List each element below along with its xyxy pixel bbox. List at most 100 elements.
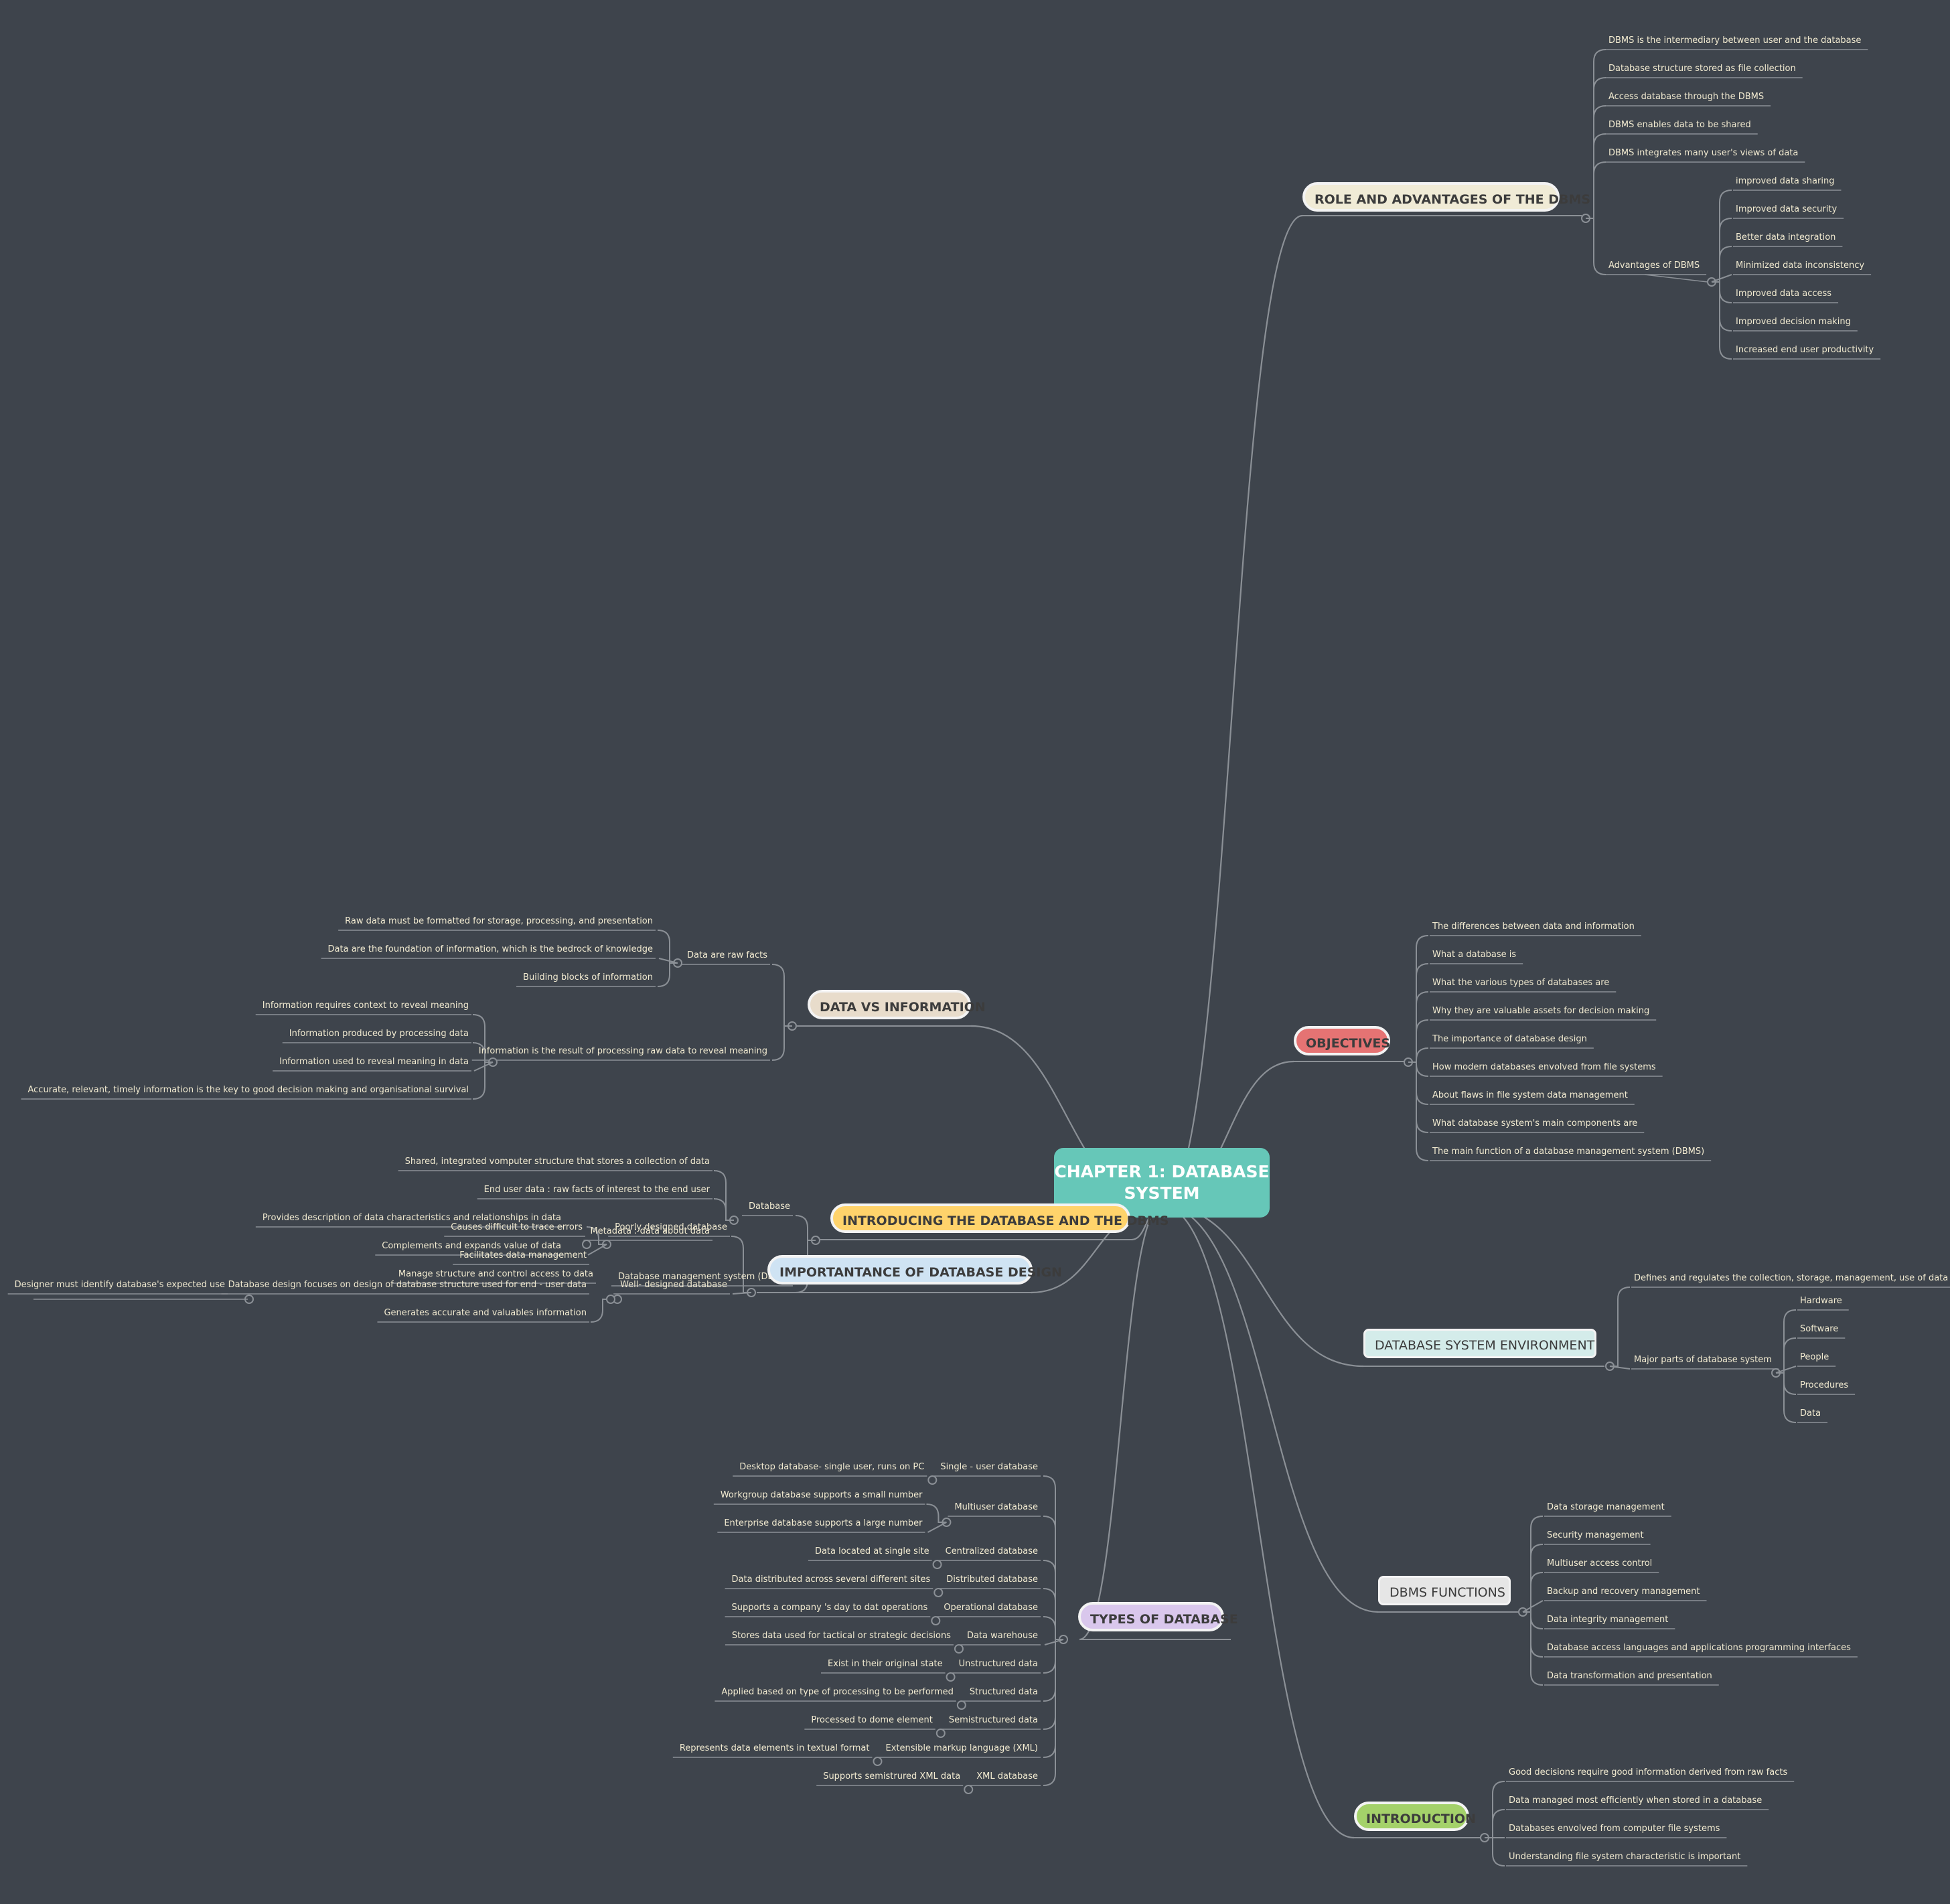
topic-obj-6[interactable]: About flaws in file system data manageme…: [1432, 1090, 1628, 1100]
collapse-toggle[interactable]: [932, 1560, 942, 1569]
topic-idb-db-0[interactable]: Shared, integrated vomputer structure th…: [404, 1157, 710, 1167]
topic-ty-wh-0[interactable]: Stores data used for tactical or strateg…: [731, 1631, 951, 1641]
topic-role-5[interactable]: Advantages of DBMS: [1608, 261, 1700, 271]
topic-fn-4[interactable]: Data integrity management: [1547, 1615, 1669, 1625]
topic-idb-db[interactable]: Database: [748, 1201, 790, 1212]
branch-environment[interactable]: DATABASE SYSTEM ENVIRONMENT: [1363, 1329, 1596, 1358]
topic-ty-dist-0[interactable]: Data distributed across several differen…: [731, 1575, 931, 1585]
collapse-toggle[interactable]: [606, 1295, 615, 1304]
collapse-toggle[interactable]: [946, 1672, 956, 1682]
topic-ty-multi-0[interactable]: Workgroup database supports a small numb…: [720, 1490, 923, 1500]
topic-ty-multi-1[interactable]: Enterprise database supports a large num…: [724, 1518, 923, 1528]
topic-idb-meta[interactable]: Metadata : data about data: [590, 1226, 710, 1236]
topic-env-p1[interactable]: Software: [1800, 1324, 1839, 1334]
topic-dv-info[interactable]: Information is the result of processing …: [478, 1046, 767, 1056]
topic-ty-oper-0[interactable]: Supports a company 's day to dat operati…: [731, 1603, 928, 1613]
topic-ty-xmldb-0[interactable]: Supports semistrured XML data: [823, 1771, 961, 1781]
topic-ty-single[interactable]: Single - user database: [940, 1462, 1038, 1472]
topic-fn-3[interactable]: Backup and recovery management: [1547, 1587, 1700, 1597]
topic-ty-xml-0[interactable]: Represents data elements in textual form…: [679, 1743, 870, 1753]
root-topic[interactable]: CHAPTER 1: DATABASE SYSTEM: [1054, 1148, 1270, 1218]
collapse-toggle[interactable]: [931, 1616, 941, 1625]
topic-imp-focus-0[interactable]: Designer must identify database's expect…: [14, 1280, 225, 1290]
topic-in-3[interactable]: Understanding file system characteristic…: [1509, 1852, 1741, 1862]
topic-obj-1[interactable]: What a database is: [1432, 950, 1517, 960]
topic-ty-oper[interactable]: Operational database: [944, 1603, 1038, 1613]
topic-idb-meta-1[interactable]: Complements and expands value of data: [382, 1241, 561, 1251]
topic-role-3[interactable]: DBMS enables data to be shared: [1608, 120, 1751, 130]
collapse-toggle[interactable]: [935, 1729, 946, 1738]
topic-ty-wh[interactable]: Data warehouse: [966, 1631, 1038, 1641]
topic-ty-semi-0[interactable]: Processed to dome element: [811, 1715, 933, 1725]
topic-dv-raw-2[interactable]: Building blocks of information: [523, 972, 653, 982]
topic-role-4[interactable]: DBMS integrates many user's views of dat…: [1608, 148, 1799, 158]
topic-obj-3[interactable]: Why they are valuable assets for decisio…: [1432, 1006, 1650, 1016]
topic-ty-xmldb[interactable]: XML database: [976, 1771, 1038, 1781]
collapse-toggle[interactable]: [964, 1785, 974, 1794]
collapse-toggle[interactable]: [873, 1757, 883, 1766]
topic-dv-info-0[interactable]: Information requires context to reveal m…: [262, 1001, 469, 1011]
topic-obj-8[interactable]: The main function of a database manageme…: [1432, 1147, 1705, 1157]
topic-adv-6[interactable]: Increased end user productivity: [1736, 345, 1874, 355]
topic-env-p4[interactable]: Data: [1800, 1408, 1821, 1418]
topic-ty-multi[interactable]: Multiuser database: [954, 1502, 1038, 1512]
topic-ty-semi[interactable]: Semistructured data: [948, 1715, 1038, 1725]
topic-in-0[interactable]: Good decisions require good information …: [1509, 1767, 1788, 1777]
topic-dv-raw-0[interactable]: Raw data must be formatted for storage, …: [345, 916, 653, 926]
topic-adv-0[interactable]: improved data sharing: [1736, 176, 1835, 186]
topic-idb-meta-0[interactable]: Provides description of data characteris…: [262, 1213, 561, 1223]
topic-fn-6[interactable]: Data transformation and presentation: [1547, 1671, 1712, 1681]
topic-ty-xml[interactable]: Extensible markup language (XML): [885, 1743, 1038, 1753]
topic-ty-st-0[interactable]: Applied based on type of processing to b…: [721, 1687, 954, 1697]
topic-imp-well[interactable]: Well- designed database: [620, 1280, 727, 1290]
collapse-toggle[interactable]: [927, 1475, 937, 1485]
collapse-toggle[interactable]: [956, 1700, 966, 1710]
topic-obj-0[interactable]: The differences between data and informa…: [1432, 922, 1635, 932]
topic-in-2[interactable]: Databases envolved from computer file sy…: [1509, 1824, 1720, 1834]
topic-adv-5[interactable]: Improved decision making: [1736, 317, 1851, 327]
branch-data-info[interactable]: DATA VS INFORMATION: [808, 990, 986, 1019]
topic-fn-0[interactable]: Data storage management: [1547, 1502, 1665, 1512]
branch-objectives[interactable]: OBJECTIVES: [1294, 1026, 1390, 1055]
topic-idb-dbms[interactable]: Database management system (DBMS): [617, 1272, 790, 1282]
topic-dv-info-1[interactable]: Information produced by processing data: [289, 1029, 469, 1039]
topic-fn-1[interactable]: Security management: [1547, 1530, 1644, 1540]
collapse-toggle[interactable]: [954, 1644, 964, 1654]
topic-adv-4[interactable]: Improved data access: [1736, 289, 1832, 299]
topic-imp-well-0[interactable]: Facilitates data management: [459, 1250, 587, 1260]
topic-adv-3[interactable]: Minimized data inconsistency: [1736, 261, 1865, 271]
branch-importance[interactable]: IMPORTANTANCE OF DATABASE DESIGN: [767, 1255, 1062, 1285]
topic-imp-poor-0[interactable]: Causes difficult to trace errors: [451, 1222, 583, 1232]
topic-adv-2[interactable]: Better data integration: [1736, 232, 1836, 242]
topic-imp-well-1[interactable]: Generates accurate and valuables informa…: [384, 1308, 587, 1318]
topic-role-2[interactable]: Access database through the DBMS: [1608, 92, 1765, 102]
topic-dv-raw[interactable]: Data are raw facts: [687, 950, 767, 960]
collapse-toggle[interactable]: [933, 1588, 944, 1597]
topic-ty-central-0[interactable]: Data located at single site: [814, 1546, 929, 1556]
topic-obj-2[interactable]: What the various types of databases are: [1432, 978, 1610, 988]
topic-ty-dist[interactable]: Distributed database: [946, 1575, 1038, 1585]
branch-role[interactable]: ROLE AND ADVANTAGES OF THE DBMS: [1302, 182, 1590, 212]
topic-idb-db-1[interactable]: End user data : raw facts of interest to…: [483, 1185, 710, 1195]
topic-ty-st[interactable]: Structured data: [969, 1687, 1038, 1697]
topic-fn-2[interactable]: Multiuser access control: [1547, 1558, 1653, 1568]
topic-idb-dbms-0[interactable]: Manage structure and control access to d…: [398, 1269, 593, 1279]
topic-obj-7[interactable]: What database system's main components a…: [1432, 1118, 1638, 1128]
topic-obj-4[interactable]: The importance of database design: [1432, 1034, 1587, 1044]
topic-env-p0[interactable]: Hardware: [1800, 1296, 1842, 1306]
topic-ty-single-0[interactable]: Desktop database- single user, runs on P…: [739, 1462, 925, 1472]
topic-env-0[interactable]: Defines and regulates the collection, st…: [1634, 1273, 1949, 1283]
branch-types[interactable]: TYPES OF DATABASE: [1078, 1602, 1238, 1631]
topic-role-1[interactable]: Database structure stored as file collec…: [1608, 64, 1796, 74]
topic-in-1[interactable]: Data managed most efficiently when store…: [1509, 1796, 1762, 1806]
topic-obj-5[interactable]: How modern databases envolved from file …: [1432, 1062, 1656, 1072]
topic-ty-unst-0[interactable]: Exist in their original state: [827, 1659, 943, 1669]
topic-ty-unst[interactable]: Unstructured data: [958, 1659, 1038, 1669]
topic-env-1[interactable]: Major parts of database system: [1634, 1355, 1772, 1365]
topic-adv-1[interactable]: Improved data security: [1736, 204, 1837, 214]
topic-env-p2[interactable]: People: [1800, 1352, 1829, 1362]
topic-dv-info-2[interactable]: Information used to reveal meaning in da…: [279, 1057, 469, 1067]
topic-role-0[interactable]: DBMS is the intermediary between user an…: [1608, 35, 1862, 46]
topic-env-p3[interactable]: Procedures: [1800, 1380, 1849, 1390]
